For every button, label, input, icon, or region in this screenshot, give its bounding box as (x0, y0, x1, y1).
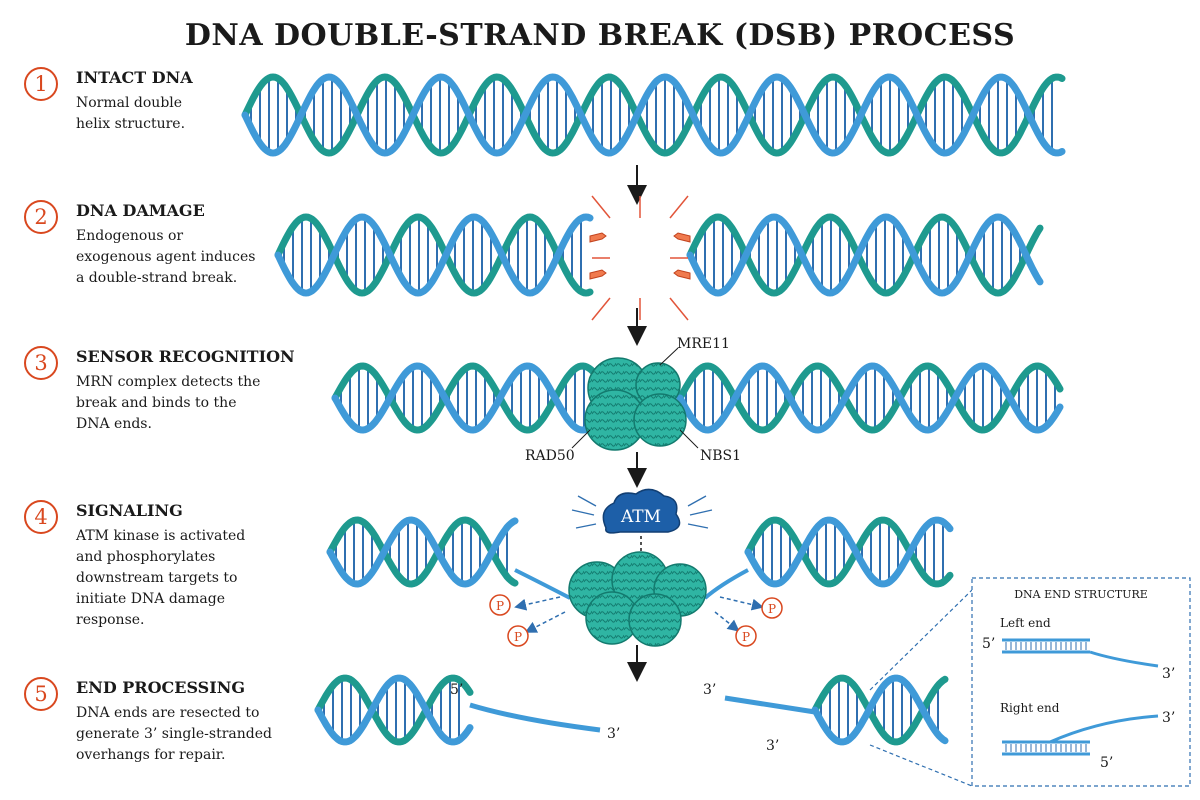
step-number: 3 (24, 346, 58, 380)
rad50-label: RAD50 (525, 448, 575, 464)
atm-kinase: ATM (602, 488, 681, 534)
step-description: ATM kinase is activated and phosphorylat… (76, 528, 246, 628)
inset-three-prime: 3’ (1162, 666, 1175, 682)
step-title: SIGNALING (76, 501, 183, 520)
leader-line (571, 429, 591, 449)
step-title: DNA DAMAGE (76, 201, 205, 220)
right-end-overhang (1049, 714, 1159, 744)
bound-dna-right (676, 362, 1064, 434)
overhang-strand (724, 695, 816, 715)
step-number: 2 (24, 200, 58, 234)
frayed-end-icon (673, 232, 691, 243)
nbs1-label: NBS1 (700, 448, 741, 464)
broken-dna-left (274, 213, 594, 297)
nbs1-protein (633, 393, 687, 447)
step-number: 4 (24, 500, 58, 534)
svg-text:P: P (514, 630, 522, 644)
step-title: INTACT DNA (76, 68, 193, 87)
step-description: MRN complex detects the break and binds … (76, 374, 261, 432)
resected-dna-right (811, 674, 949, 746)
step-number: 5 (24, 677, 58, 711)
mre11-label: MRE11 (677, 336, 730, 352)
right-end-label: Right end (1000, 701, 1060, 715)
inset-dna-ends (1002, 638, 1159, 756)
intact-dna-helix (241, 73, 1066, 157)
inset-three-prime: 3’ (1162, 710, 1175, 726)
atm-activation-rays (571, 495, 713, 529)
three-prime-label: 3’ (607, 726, 620, 742)
leader-line (679, 429, 699, 449)
frayed-end-icon (673, 269, 691, 280)
phosphate-badge: P (507, 625, 529, 647)
left-end-label: Left end (1000, 616, 1051, 630)
step-title: SENSOR RECOGNITION (76, 347, 295, 366)
leader-line (659, 347, 679, 366)
mrn-cluster (568, 551, 707, 647)
inset-title: DNA END STRUCTURE (1014, 588, 1148, 601)
break-burst (591, 195, 689, 321)
svg-text:P: P (742, 630, 750, 644)
mrn-complex (584, 357, 687, 451)
step-number: 1 (24, 67, 58, 101)
phosphate-badge: P (489, 594, 511, 616)
left-end-duplex (1002, 638, 1090, 654)
inset-connector (869, 589, 973, 691)
frayed-end-icon (589, 269, 607, 280)
phosphate-badge: P (761, 597, 783, 619)
svg-text:P: P (768, 602, 776, 616)
single-strand (703, 568, 749, 600)
diagram-title: DNA DOUBLE-STRAND BREAK (DSB) PROCESS (184, 18, 1016, 53)
step-title: END PROCESSING (76, 678, 245, 697)
step-description: Endogenous or exogenous agent induces a … (76, 228, 256, 286)
phosphate-badge: P (735, 625, 757, 647)
signaling-dna-right (744, 516, 954, 588)
step-description: Normal double helix structure. (76, 95, 186, 132)
inset-connector (869, 744, 973, 787)
broken-dna-right (686, 213, 1044, 297)
frayed-end-icon (589, 232, 607, 243)
left-end-overhang (1089, 650, 1159, 668)
single-strand (514, 568, 571, 600)
five-prime-label: 5’ (450, 682, 463, 698)
right-end-duplex (1002, 740, 1090, 756)
step-description: DNA ends are resected to generate 3’ sin… (76, 705, 272, 763)
atm-cloud (602, 488, 681, 534)
phospho-arrows (514, 596, 764, 633)
inset-five-prime: 5’ (982, 636, 995, 652)
bound-dna-left (331, 362, 599, 434)
svg-text:P: P (496, 599, 504, 613)
inset-five-prime: 5’ (1100, 755, 1113, 771)
three-prime-label: 3’ (703, 682, 716, 698)
resected-dna-left (314, 674, 474, 746)
overhang-strand (469, 702, 601, 733)
three-prime-label: 3’ (766, 738, 779, 754)
atm-label: ATM (620, 507, 661, 527)
dna-helix-layer (241, 73, 1066, 746)
signaling-dna-left (326, 516, 519, 588)
